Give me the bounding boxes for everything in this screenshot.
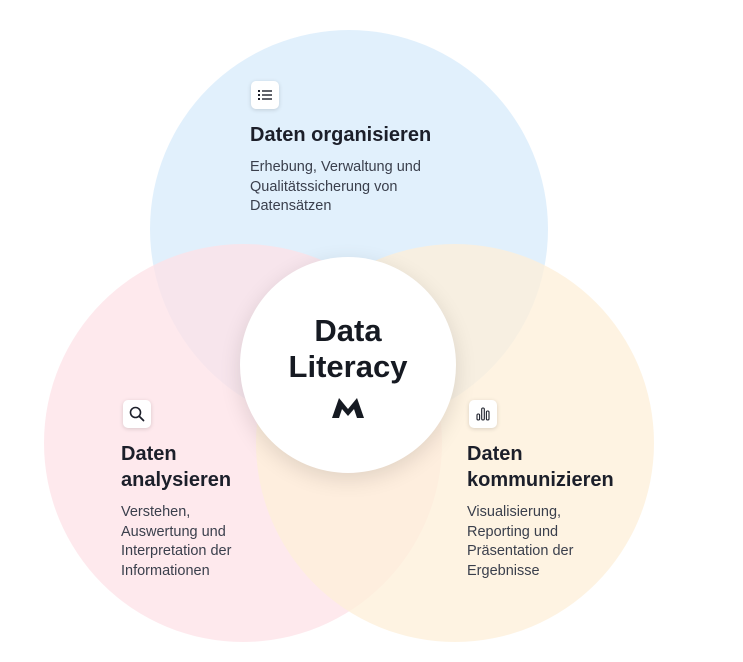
organize-description: Erhebung, Verwaltung und Qualitätssicher… — [250, 159, 421, 214]
center-circle: Data Literacy — [240, 257, 456, 473]
communicate-description: Visualisierung, Reporting und Präsentati… — [467, 504, 574, 579]
list-icon-box — [251, 81, 279, 109]
bar-chart-icon-box — [469, 400, 497, 428]
list-icon — [258, 90, 272, 100]
organize-title: Daten organisieren — [250, 124, 432, 146]
center-title: Data Literacy — [288, 313, 408, 384]
search-icon — [129, 406, 145, 422]
m-logo-icon — [332, 398, 364, 418]
analyze-title: Daten analysieren — [121, 443, 232, 491]
communicate-title: Daten kommunizieren — [467, 443, 614, 491]
bar-chart-icon — [476, 407, 490, 421]
analyze-description: Verstehen, Auswertung und Interpretation… — [121, 504, 232, 579]
search-icon-box — [123, 400, 151, 428]
